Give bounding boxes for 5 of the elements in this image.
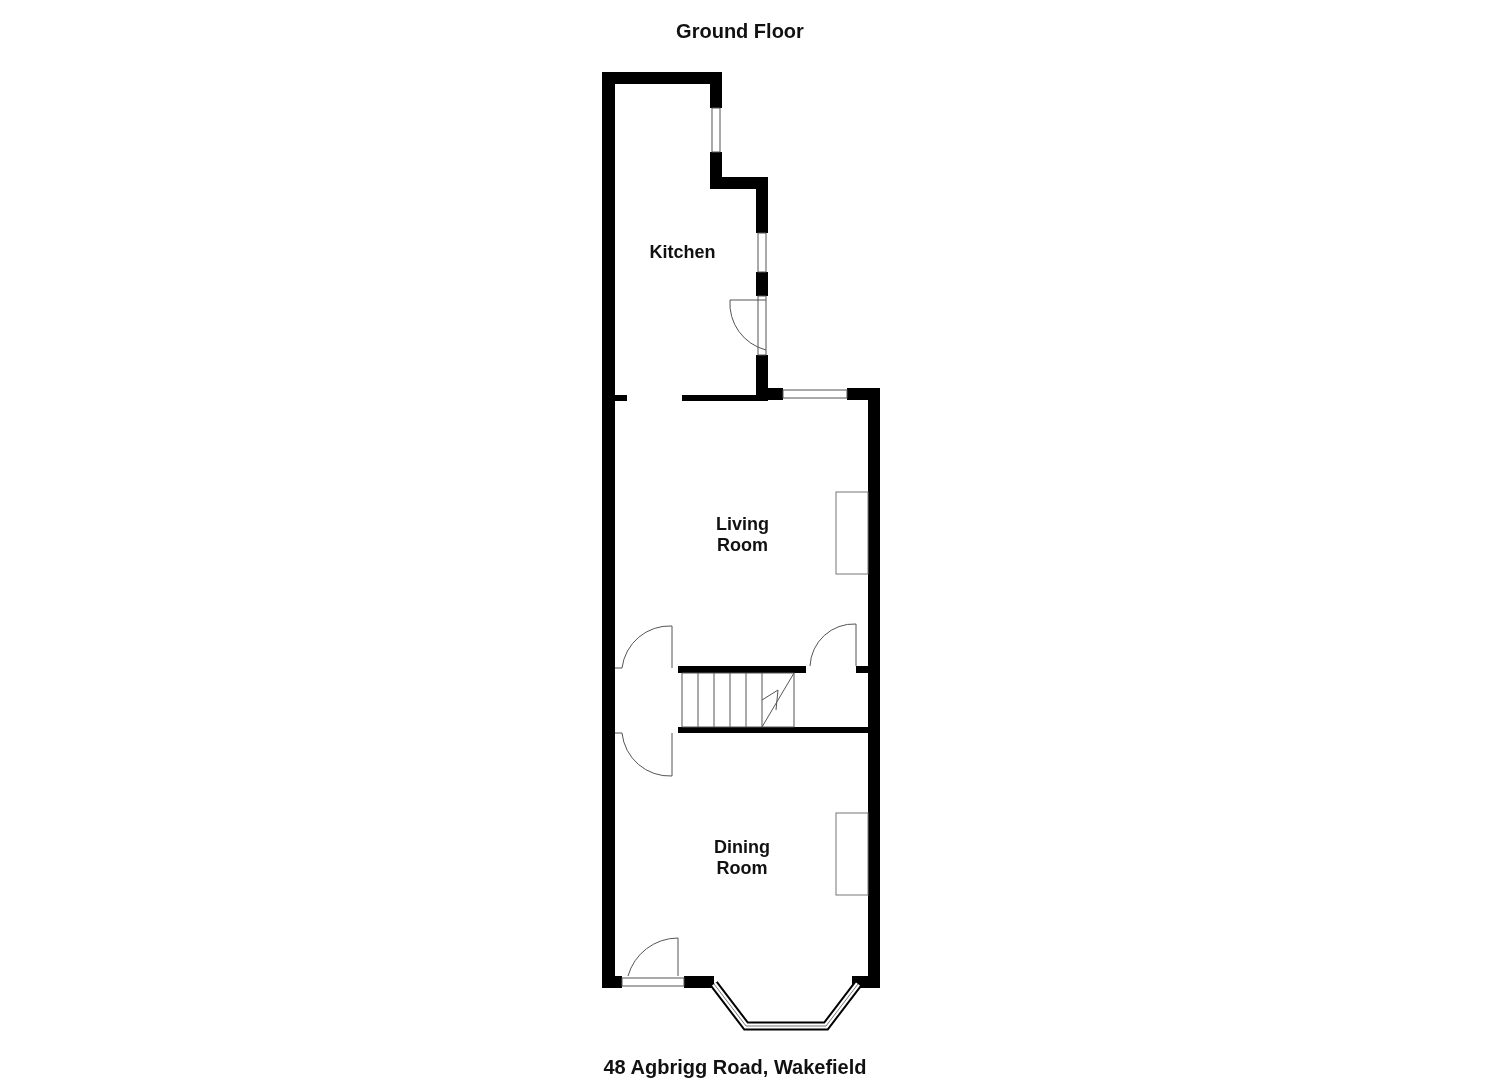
room-label: Dining Room <box>702 837 782 879</box>
floor-title: Ground Floor <box>675 20 805 43</box>
address-caption: 48 Agbrigg Road, Wakefield <box>602 1056 868 1079</box>
room-label: Living Room <box>705 514 780 556</box>
room-label: Kitchen <box>635 242 730 263</box>
